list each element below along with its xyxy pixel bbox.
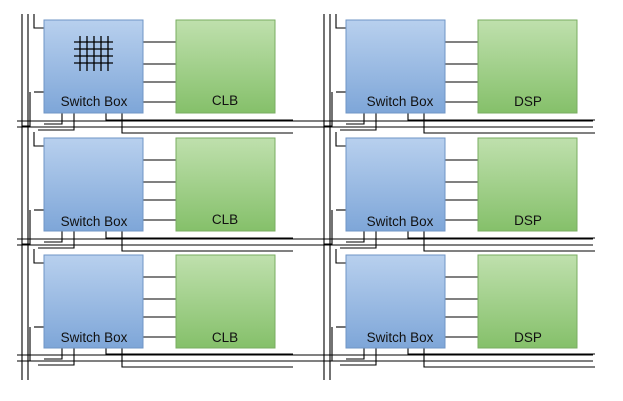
connection-wire [33, 132, 44, 147]
connection-wire [121, 113, 293, 134]
connection-wire [38, 231, 75, 249]
connection-wire [38, 113, 75, 131]
switch-box: Switch Box [345, 19, 446, 114]
dsp-block: DSP [477, 19, 578, 114]
connection-wire [324, 210, 333, 245]
clb-block: CLB [175, 137, 276, 232]
connection-wire [346, 348, 365, 360]
connection-wire [324, 327, 333, 362]
connection-wire [423, 231, 595, 252]
switch-box: Switch Box [43, 137, 144, 232]
connection-wire [340, 348, 377, 366]
switch-box-label: Switch Box [367, 214, 434, 229]
clb-label: CLB [212, 93, 238, 108]
clb-label: CLB [212, 212, 238, 227]
connection-wire [423, 348, 595, 368]
blocks: Switch Box CLB Switch Box DSP Switch Box… [43, 19, 578, 349]
switch-box: Switch Box [43, 19, 144, 114]
connection-wire [407, 231, 595, 239]
switch-box-label: Switch Box [61, 94, 128, 109]
switch-box-label: Switch Box [61, 214, 128, 229]
connection-wire [105, 231, 293, 239]
connection-wire [407, 113, 595, 121]
clb-block: CLB [175, 19, 276, 114]
connection-wire [324, 92, 333, 127]
connection-wire [121, 231, 293, 252]
connection-wire [335, 249, 346, 264]
connection-wire [423, 113, 595, 134]
switch-box-label: Switch Box [367, 94, 434, 109]
connection-wire [38, 348, 75, 366]
routing-wires [17, 14, 595, 380]
clb-label: CLB [212, 330, 238, 345]
connection-wire [105, 348, 293, 355]
switch-box-label: Switch Box [61, 330, 128, 345]
connection-wire [407, 348, 595, 355]
switch-box-label: Switch Box [367, 330, 434, 345]
clb-block: CLB [175, 254, 276, 349]
dsp-label: DSP [514, 94, 542, 109]
connection-wire [121, 348, 293, 368]
switch-box: Switch Box [43, 254, 144, 349]
connection-wire [33, 14, 44, 29]
connection-wire [335, 132, 346, 147]
dsp-label: DSP [514, 213, 542, 228]
dsp-block: DSP [477, 254, 578, 349]
connection-wire [346, 113, 365, 125]
crossbar-grid-icon [74, 36, 113, 71]
connection-wire [105, 113, 293, 121]
switch-box: Switch Box [345, 137, 446, 232]
dsp-block: DSP [477, 137, 578, 232]
connection-wire [22, 210, 31, 245]
connection-wire [340, 231, 377, 249]
connection-wire [335, 14, 346, 29]
switch-box: Switch Box [345, 254, 446, 349]
connection-wire [346, 231, 365, 243]
dsp-label: DSP [514, 330, 542, 345]
connection-wire [44, 231, 63, 243]
connection-wire [44, 348, 63, 360]
connection-wire [33, 249, 44, 264]
connection-wire [44, 113, 63, 125]
connection-wire [22, 327, 31, 362]
connection-wire [22, 92, 31, 127]
connection-wire [340, 113, 377, 131]
